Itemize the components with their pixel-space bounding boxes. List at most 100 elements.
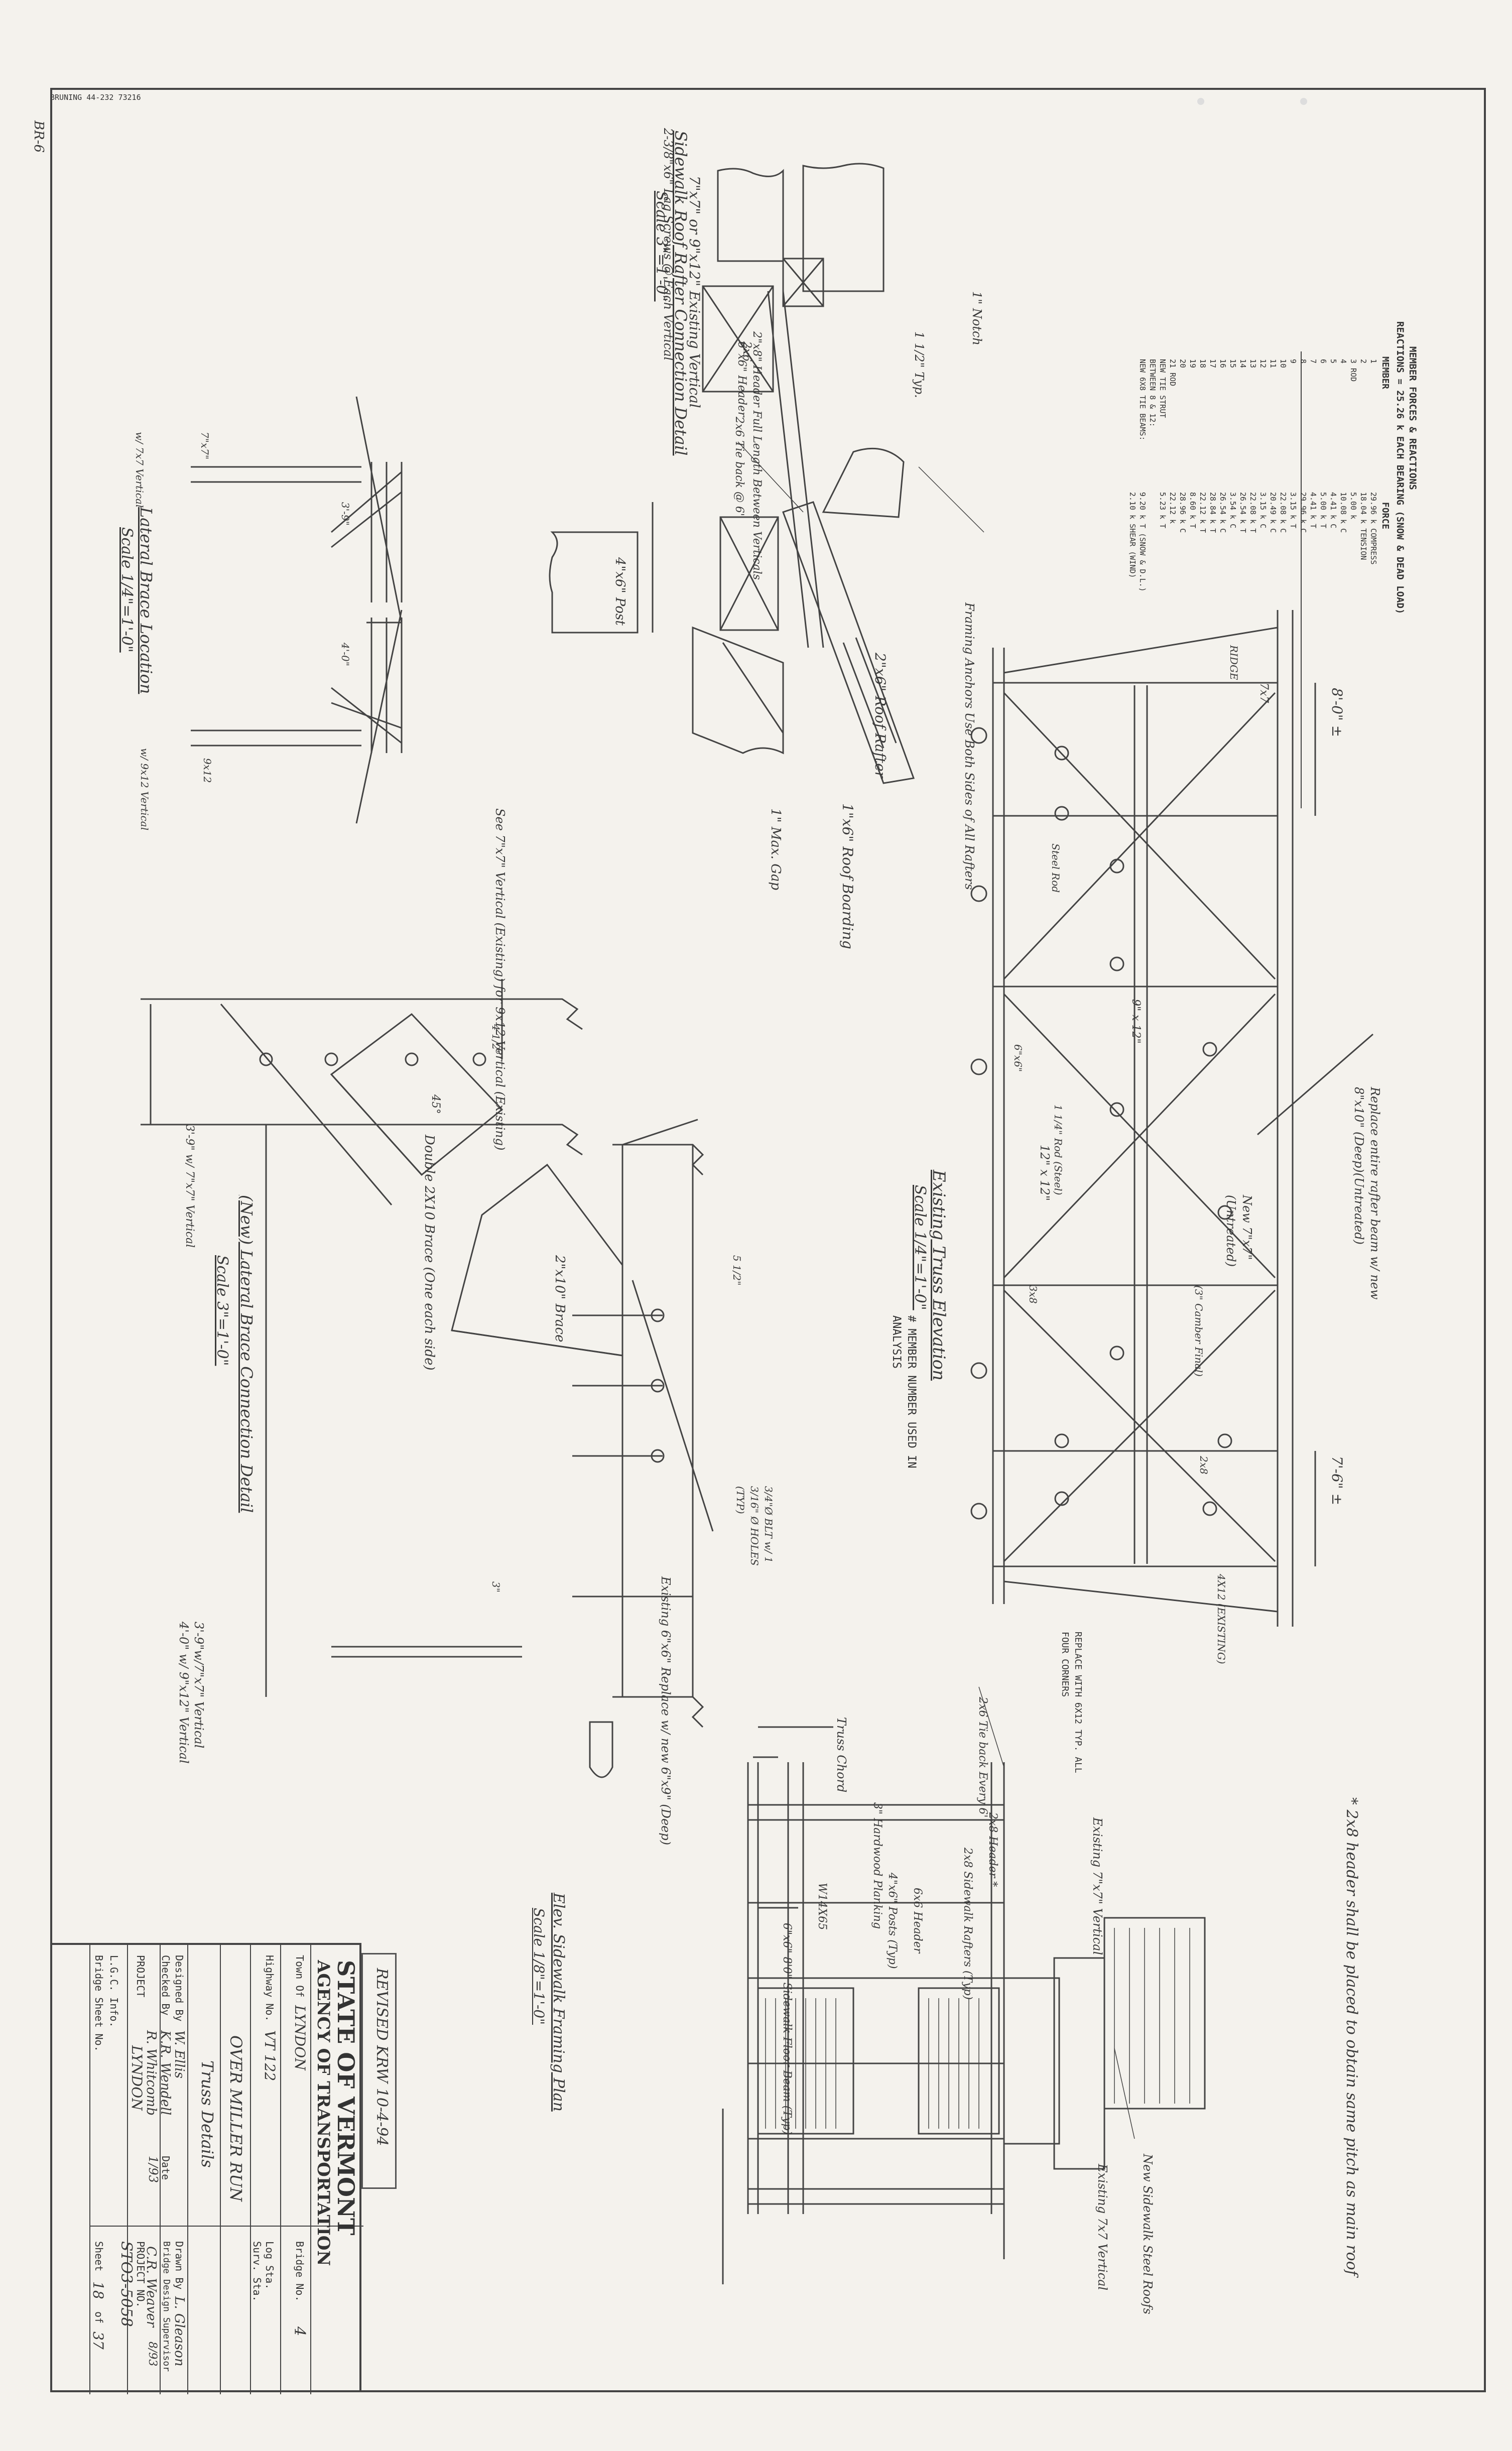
- rafter-label: 1" Notch: [970, 291, 984, 345]
- reactions-line: REACTIONS = 25.26 k EACH BEARING (SNOW &…: [1395, 321, 1406, 615]
- forces-member-cell: 12: [1258, 359, 1268, 369]
- forces-value-cell: 26.54 k T: [1238, 492, 1247, 533]
- forces-value-cell: 4.41 k C: [1329, 492, 1338, 529]
- brace-label: Double 2X10 Brace (One each side): [422, 1135, 437, 1371]
- dim-left: 8'-0" ±: [1329, 688, 1345, 738]
- forces-member-cell: 16: [1218, 359, 1227, 369]
- forces-value-cell: 22.12 k: [1168, 492, 1177, 524]
- forces-value-cell: 10.08 k C: [1339, 492, 1348, 533]
- forces-table-title: MEMBER FORCES & REACTIONS: [1407, 346, 1418, 490]
- new-vertical-note: New 7"x7" (Untreated): [1224, 1195, 1254, 1267]
- punch-hole: [1197, 98, 1204, 105]
- forces-value-cell: 22.08 k C: [1279, 492, 1288, 533]
- sheet-total: 37: [90, 2332, 106, 2350]
- forces-value-cell: 18.04 k TENSION: [1359, 492, 1368, 560]
- replace-corners-note: REPLACE WITH 6X12 TYP. ALL FOUR CORNERS: [1060, 1632, 1083, 1773]
- force-col-header: FORCE: [1380, 502, 1391, 530]
- agency-subname: AGENCY OF TRANSPORTATION: [313, 1960, 333, 2266]
- forces-value-cell: 2.10 k SHEAR (WIND): [1128, 492, 1137, 578]
- of-label: of: [93, 2311, 105, 2324]
- framing-label: Existing 7"x7" Vertical: [1090, 1817, 1104, 1955]
- forces-member-cell: 11: [1269, 359, 1278, 369]
- forces-member-cell: 2: [1359, 359, 1368, 364]
- drawn-by-value: L. Gleason: [172, 2296, 187, 2367]
- sheet-number: 18: [90, 2281, 106, 2299]
- rafter-connection-lines: [549, 163, 915, 784]
- forces-member-cell: 21 ROD: [1168, 359, 1177, 387]
- forces-value-cell: 9.20 k T (SNOW & D.L.): [1138, 492, 1147, 592]
- forces-member-cell: 14: [1238, 359, 1247, 369]
- rafter-label: 2-3/8"x6" Lag Screws @ Each Vertical: [661, 128, 675, 361]
- forces-member-cell: 10: [1279, 359, 1288, 369]
- framing-label: 2x8 Header *: [986, 1812, 999, 1887]
- members-label: 6"x6": [1012, 1044, 1024, 1072]
- bridge-no-value: 4: [291, 2326, 308, 2337]
- town-label: Town Of: [294, 1955, 306, 1998]
- agency-name: STATE OF VERMONT: [332, 1960, 359, 2236]
- surv-sta-label: Surv. Sta.: [251, 2241, 263, 2302]
- date-value-1: 1/93: [146, 2156, 160, 2183]
- framing-label: 3" Hardwood Planking: [871, 1802, 884, 1929]
- forces-value-cell: 29.96 k COMPRESS: [1369, 492, 1378, 565]
- brace-label: See 7"x7" Vertical (Existing) for 9x12 V…: [493, 808, 507, 1151]
- forces-value-cell: 28.84 k T: [1208, 492, 1217, 533]
- designed-by-value: W. Ellis: [172, 2030, 187, 2078]
- lateral-location-title: Lateral Brace Location: [137, 507, 156, 694]
- title-block-grid: [89, 1945, 363, 2394]
- forces-value-cell: 26.54 k C: [1218, 492, 1227, 533]
- lateral-label: 7"x7": [199, 432, 211, 460]
- dim-right: 7'-6" ±: [1329, 1456, 1345, 1506]
- title-block: STATE OF VERMONT AGENCY OF TRANSPORTATIO…: [50, 1943, 363, 2394]
- forces-member-cell: 13: [1248, 359, 1257, 369]
- forces-value-cell: 5.00 k: [1349, 492, 1358, 520]
- forces-member-cell: 18: [1198, 359, 1207, 369]
- forces-value-cell: 5.00 k T: [1319, 492, 1328, 529]
- checked-by-value: K.R. Wendell: [158, 2030, 173, 2116]
- header-placement-note: * 2x8 header shall be placed to obtain s…: [1343, 1797, 1360, 2276]
- bridge-sheet-label: Bridge Sheet No.: [93, 1955, 105, 2052]
- date-label: Date: [160, 2156, 172, 2180]
- framing-label: 6x6 Header: [911, 1888, 924, 1953]
- punch-hole: [1300, 98, 1307, 105]
- forces-member-cell: NEW 6X8 TIE BEAMS:: [1138, 359, 1147, 441]
- supervisor-label: Bridge Design Supervisor: [161, 2241, 172, 2372]
- crossing-name: OVER MILLER RUN: [226, 2035, 245, 2201]
- town-value: LYNDON: [292, 2005, 308, 2070]
- members-label: 12" x 12": [1038, 1145, 1052, 1201]
- existing-corner-label: 4X12 (EXISTING): [1215, 1574, 1227, 1664]
- project-label: PROJECT: [135, 1955, 147, 1998]
- framing-plan-title: Elev. Sidewalk Framing Plan: [550, 1893, 567, 2112]
- forces-member-cell: 5: [1329, 359, 1338, 364]
- revision-box: [361, 1953, 397, 2189]
- framing-label: Existing 7x7 Vertical: [1095, 2164, 1109, 2291]
- sheet-title: Truss Details: [198, 2060, 217, 2168]
- members-label: 9" x 12": [1129, 999, 1142, 1044]
- date-value-2: 8/93: [146, 2342, 159, 2367]
- lateral-label: 4'-0": [339, 643, 351, 666]
- brace-connection-lines: [141, 979, 714, 1728]
- rafter-label: 4"x6" Post: [612, 557, 627, 626]
- rafter-label: 1"x6" Roof Boarding: [839, 803, 856, 949]
- forces-value-cell: 20.49 k C: [1269, 492, 1278, 533]
- drawn-by-label: Drawn By: [173, 2241, 185, 2290]
- forces-value-cell: 5.23 k T: [1158, 492, 1167, 529]
- forces-value-cell: 3.15 k C: [1258, 492, 1268, 529]
- revision-note: REVISED KRW 10-4-94: [373, 1968, 391, 2146]
- checked-by-label: Checked By: [160, 1955, 172, 2016]
- framing-label: Truss Chord: [834, 1717, 848, 1793]
- framing-label: 2x8 Sidewalk Rafters (Typ): [961, 1848, 974, 2000]
- brace-label: 3'-9" w/ 7"x7" Vertical: [183, 1125, 196, 1248]
- lateral-label: w/ 9x12 Vertical: [139, 748, 151, 830]
- rafter-label: 1 1/2" Typ.: [912, 331, 926, 398]
- replace-rafter-note: Replace entire rafter beam w/ new 8"x10"…: [1352, 1087, 1382, 1300]
- rafter-label: 1" Max. Gap: [768, 808, 783, 890]
- project-no-value: STO3-5058: [117, 2241, 135, 2327]
- members-label: 1 1/4" Rod (Steel): [1052, 1105, 1064, 1195]
- brace-label: 3'-9"w/7"x7" Vertical: [192, 1622, 206, 1749]
- rafter-label: Framing Anchors Use Both Sides of All Ra…: [962, 602, 976, 890]
- sheet-label: Sheet: [93, 2241, 105, 2272]
- framing-label: New Sidewalk Steel Roofs: [1141, 2154, 1155, 2314]
- highway-value: VT 122: [262, 2030, 278, 2081]
- member-col-header: MEMBER: [1380, 356, 1391, 390]
